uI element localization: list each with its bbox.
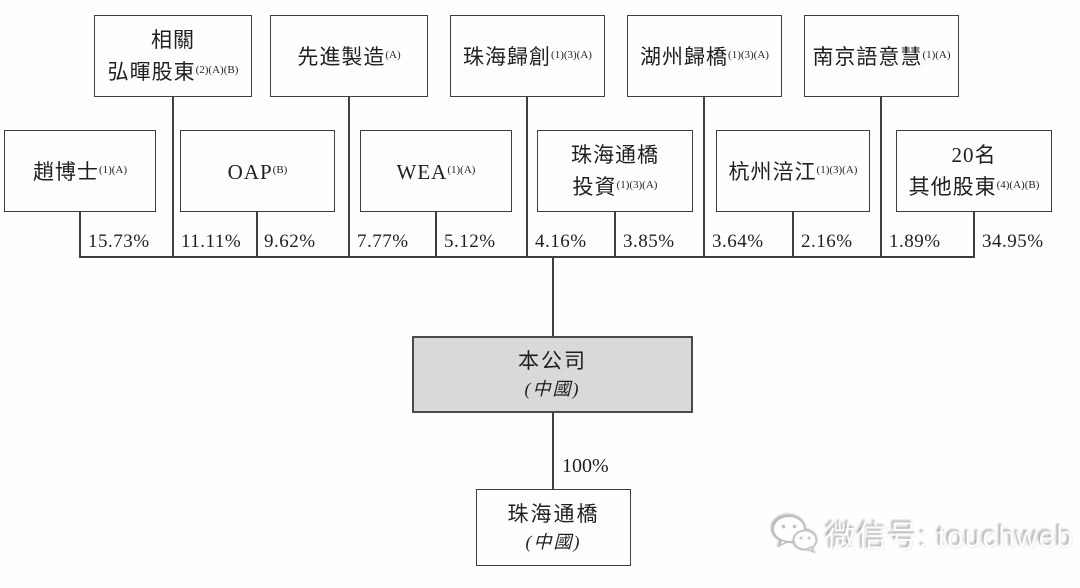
shareholder-name-line: 20名 bbox=[951, 143, 997, 167]
pct-label-other-shareholders: 34.95% bbox=[982, 231, 1044, 252]
shareholder-name-line: 湖州歸橋(1)(3)(A) bbox=[640, 45, 769, 69]
footnote-superscript: (1)(A) bbox=[922, 49, 951, 61]
company-name: 本公司 bbox=[518, 349, 587, 373]
connector-line bbox=[172, 97, 174, 257]
connector-line bbox=[792, 212, 794, 257]
connector-line bbox=[526, 97, 528, 257]
shareholder-box-honghui-related: 相關 弘暉股東(2)(A)(B) bbox=[94, 15, 252, 97]
footnote-superscript: (B) bbox=[272, 164, 288, 176]
company-region: (中國) bbox=[524, 379, 581, 399]
pct-label-advanced-manufacturing: 7.77% bbox=[357, 231, 409, 252]
footnote-superscript: (1)(A) bbox=[447, 164, 476, 176]
shareholder-name-line: 投資(1)(3)(A) bbox=[572, 175, 658, 199]
shareholder-name-line: 南京語意慧(1)(A) bbox=[812, 45, 951, 69]
footnote-superscript: (1)(3)(A) bbox=[816, 164, 858, 176]
connector-line bbox=[435, 212, 437, 257]
pct-label-hangzhou-peijiang: 2.16% bbox=[801, 231, 853, 252]
footnote-superscript: (1)(3)(A) bbox=[728, 49, 769, 61]
connector-line bbox=[79, 212, 81, 257]
shareholder-name-line: 珠海通橋 bbox=[571, 143, 659, 167]
shareholder-box-hangzhou-peijiang: 杭州涪江(1)(3)(A) bbox=[716, 130, 870, 212]
pct-label-nanjing-yuyihui: 1.89% bbox=[889, 231, 941, 252]
shareholder-box-wea: WEA(1)(A) bbox=[360, 130, 512, 212]
connector-line bbox=[880, 97, 882, 257]
shareholder-name-line: 其他股東(4)(A)(B) bbox=[908, 175, 1040, 199]
wechat-watermark: 微信号: touchweb bbox=[770, 512, 1074, 556]
shareholder-box-zhuhai-guichuang: 珠海歸創(1)(3)(A) bbox=[450, 15, 605, 97]
footnote-superscript: (4)(A)(B) bbox=[996, 179, 1040, 191]
shareholder-name-line: 相關 bbox=[151, 28, 195, 52]
shareholder-name-line: 先進製造(A) bbox=[297, 45, 401, 69]
shareholder-name-line: OAP(B) bbox=[227, 160, 288, 184]
shareholder-name-line: 趙博士(1)(A) bbox=[32, 160, 128, 184]
subsidiary-region: (中國) bbox=[525, 532, 582, 552]
pct-label-dr-zhao: 15.73% bbox=[88, 231, 150, 252]
wechat-id-label: 微信号: touchweb bbox=[826, 521, 1075, 554]
shareholder-box-dr-zhao: 趙博士(1)(A) bbox=[4, 130, 156, 212]
shareholder-name-line: 杭州涪江(1)(3)(A) bbox=[728, 160, 858, 184]
connector-line bbox=[973, 212, 975, 257]
pct-label-huzhou-guiqiao: 3.64% bbox=[712, 231, 764, 252]
shareholder-box-nanjing-yuyihui: 南京語意慧(1)(A) bbox=[804, 15, 959, 97]
shareholder-box-huzhou-guiqiao: 湖州歸橋(1)(3)(A) bbox=[627, 15, 782, 97]
subsidiary-name: 珠海通橋 bbox=[507, 502, 600, 526]
shareholder-box-advanced-manufacturing: 先進製造(A) bbox=[270, 15, 428, 97]
shareholder-name-line: WEA(1)(A) bbox=[396, 160, 476, 184]
shareholder-name-line: 弘暉股東(2)(A)(B) bbox=[107, 60, 239, 84]
pct-label-zhuhai-tongqiao-investment: 3.85% bbox=[623, 231, 675, 252]
footnote-superscript: (A) bbox=[385, 49, 401, 61]
footnote-superscript: (1)(A) bbox=[98, 164, 128, 176]
connector-line bbox=[256, 212, 258, 257]
connector-bus-line bbox=[79, 256, 975, 258]
connector-line bbox=[703, 97, 705, 257]
pct-label-oap: 9.62% bbox=[264, 231, 316, 252]
footnote-superscript: (2)(A)(B) bbox=[195, 64, 239, 76]
shareholder-box-zhuhai-tongqiao-investment: 珠海通橋 投資(1)(3)(A) bbox=[537, 130, 693, 212]
shareholder-name-line: 珠海歸創(1)(3)(A) bbox=[463, 45, 592, 69]
connector-line bbox=[552, 257, 554, 337]
pct-label-honghui-related: 11.11% bbox=[181, 231, 242, 252]
shareholder-box-other-shareholders: 20名 其他股東(4)(A)(B) bbox=[896, 130, 1052, 212]
zhuhai-tongqiao-box: 珠海通橋 (中國) bbox=[476, 489, 631, 566]
wechat-icon bbox=[772, 515, 818, 554]
shareholder-box-oap: OAP(B) bbox=[180, 130, 335, 212]
connector-line bbox=[552, 413, 554, 489]
pct-label-wea: 5.12% bbox=[444, 231, 496, 252]
ownership-100-label: 100% bbox=[562, 455, 609, 477]
connector-line bbox=[348, 97, 350, 257]
footnote-superscript: (1)(3)(A) bbox=[551, 49, 592, 61]
pct-label-zhuhai-guichuang: 4.16% bbox=[535, 231, 587, 252]
connector-line bbox=[614, 212, 616, 257]
footnote-superscript: (1)(3)(A) bbox=[616, 179, 658, 191]
parent-company-box: 本公司 (中國) bbox=[412, 336, 693, 413]
